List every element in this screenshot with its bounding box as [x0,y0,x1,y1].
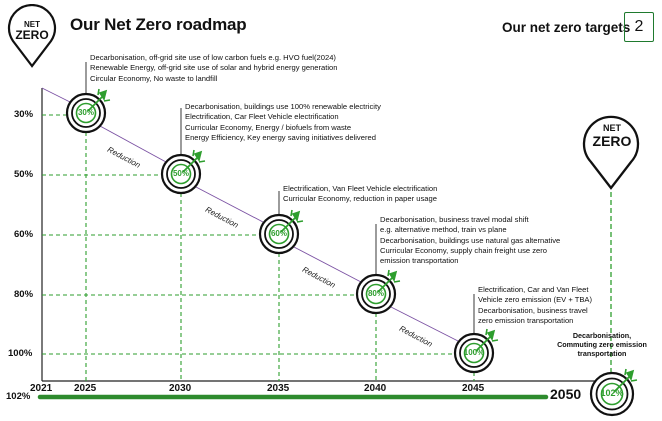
x-label-2040: 2040 [364,383,387,394]
annotation-line: Vehicle zero emission (EV + TBA) [478,295,593,305]
annotation-line: Decarbonisation, buildings use natural g… [380,235,561,245]
annotation-2035: Electrification, Van Fleet Vehicle elect… [283,184,437,205]
reduction-path-2 [195,186,264,223]
annotation-line: e.g. alternative method, train vs plane [380,225,507,235]
annotation-line: Electrification, Car Fleet Vehicle elect… [185,112,339,122]
target-icon-2035 [258,209,304,255]
annotation-line: Decarbonisation, business travel [478,305,588,315]
annotation-line: Circular Economy, No waste to landfill [90,73,218,83]
annotation-line: Electrification, Van Fleet Vehicle elect… [283,184,438,193]
net-zero-pin-icon [582,115,640,190]
annotation-line: emission transportation [380,256,459,266]
annotation-line: Electrification, Car and Van Fleet [478,285,589,294]
annotation-2050: Decarbonisation, Commuting zero emission… [542,331,662,358]
reduction-path-3 [293,246,362,283]
y-label-102: 102% [6,391,31,402]
svg-text:ZERO: ZERO [15,28,48,42]
annotation-line: Curricular Economy, supply chain freight… [380,245,547,255]
annotation-line: Commuting zero emission [557,340,647,349]
x-label-2025: 2025 [74,383,97,394]
target-pct-2035: 60% [270,229,287,238]
page-number-badge: 2 [624,12,654,42]
x-label-2030: 2030 [169,383,192,394]
y-label-60: 60% [14,229,34,240]
target-pct-2050: 102% [600,388,624,398]
x-label-2050: 2050 [550,386,582,402]
reduction-path-start [41,87,71,103]
svg-text:NET: NET [24,20,40,29]
y-label-30: 30% [14,109,34,120]
target-icon-2045 [453,328,499,374]
annotation-line: zero emission transportation [478,315,574,325]
annotation-2045: Electrification, Car and Van Fleet Vehic… [478,285,592,326]
x-label-2045: 2045 [462,383,485,394]
target-icon-2025 [65,88,111,134]
target-icon-2050 [589,368,638,417]
page-title: Our Net Zero roadmap [70,15,247,34]
annotation-line: Decarbonisation, buildings use 100% rene… [185,102,381,111]
target-icon-2030 [160,149,206,195]
target-pct-2025: 30% [77,108,94,117]
x-label-2035: 2035 [267,383,290,394]
target-icon-2040 [355,269,401,315]
reduction-path-4 [390,306,459,342]
annotation-line: Decarbonisation, off-grid site use of lo… [90,53,336,62]
net-zero-logo: NET ZERO [7,4,57,68]
annotation-line: transportation [577,349,627,358]
target-pct-2030: 50% [172,169,189,178]
target-pct-2040: 80% [367,289,384,298]
net-zero-pin-line1: NET [603,123,621,133]
y-label-80: 80% [14,289,34,300]
annotation-line: Decarbonisation, business travel modal s… [380,215,529,224]
y-label-50: 50% [14,169,34,180]
annotation-2040: Decarbonisation, business travel modal s… [380,215,560,266]
annotation-line: Decarbonisation, [572,331,632,340]
annotation-line: Curricular Economy, reduction in paper u… [283,194,437,204]
annotation-line: Curricular Economy, Energy / biofuels fr… [185,122,352,132]
annotation-2025: Decarbonisation, off-grid site use of lo… [90,53,338,84]
x-label-2021: 2021 [30,383,53,394]
annotation-line: Renewable Energy, off-grid site use of s… [90,63,338,73]
reduction-path-1 [99,125,167,163]
targets-label: Our net zero targets [502,20,631,35]
net-zero-pin-line2: ZERO [592,133,632,149]
annotation-2030: Decarbonisation, buildings use 100% rene… [185,102,381,143]
target-pct-2045: 100% [463,348,485,357]
annotation-line: Energy Efficiency, Key energy saving ini… [185,132,376,142]
y-label-100: 100% [8,348,33,359]
